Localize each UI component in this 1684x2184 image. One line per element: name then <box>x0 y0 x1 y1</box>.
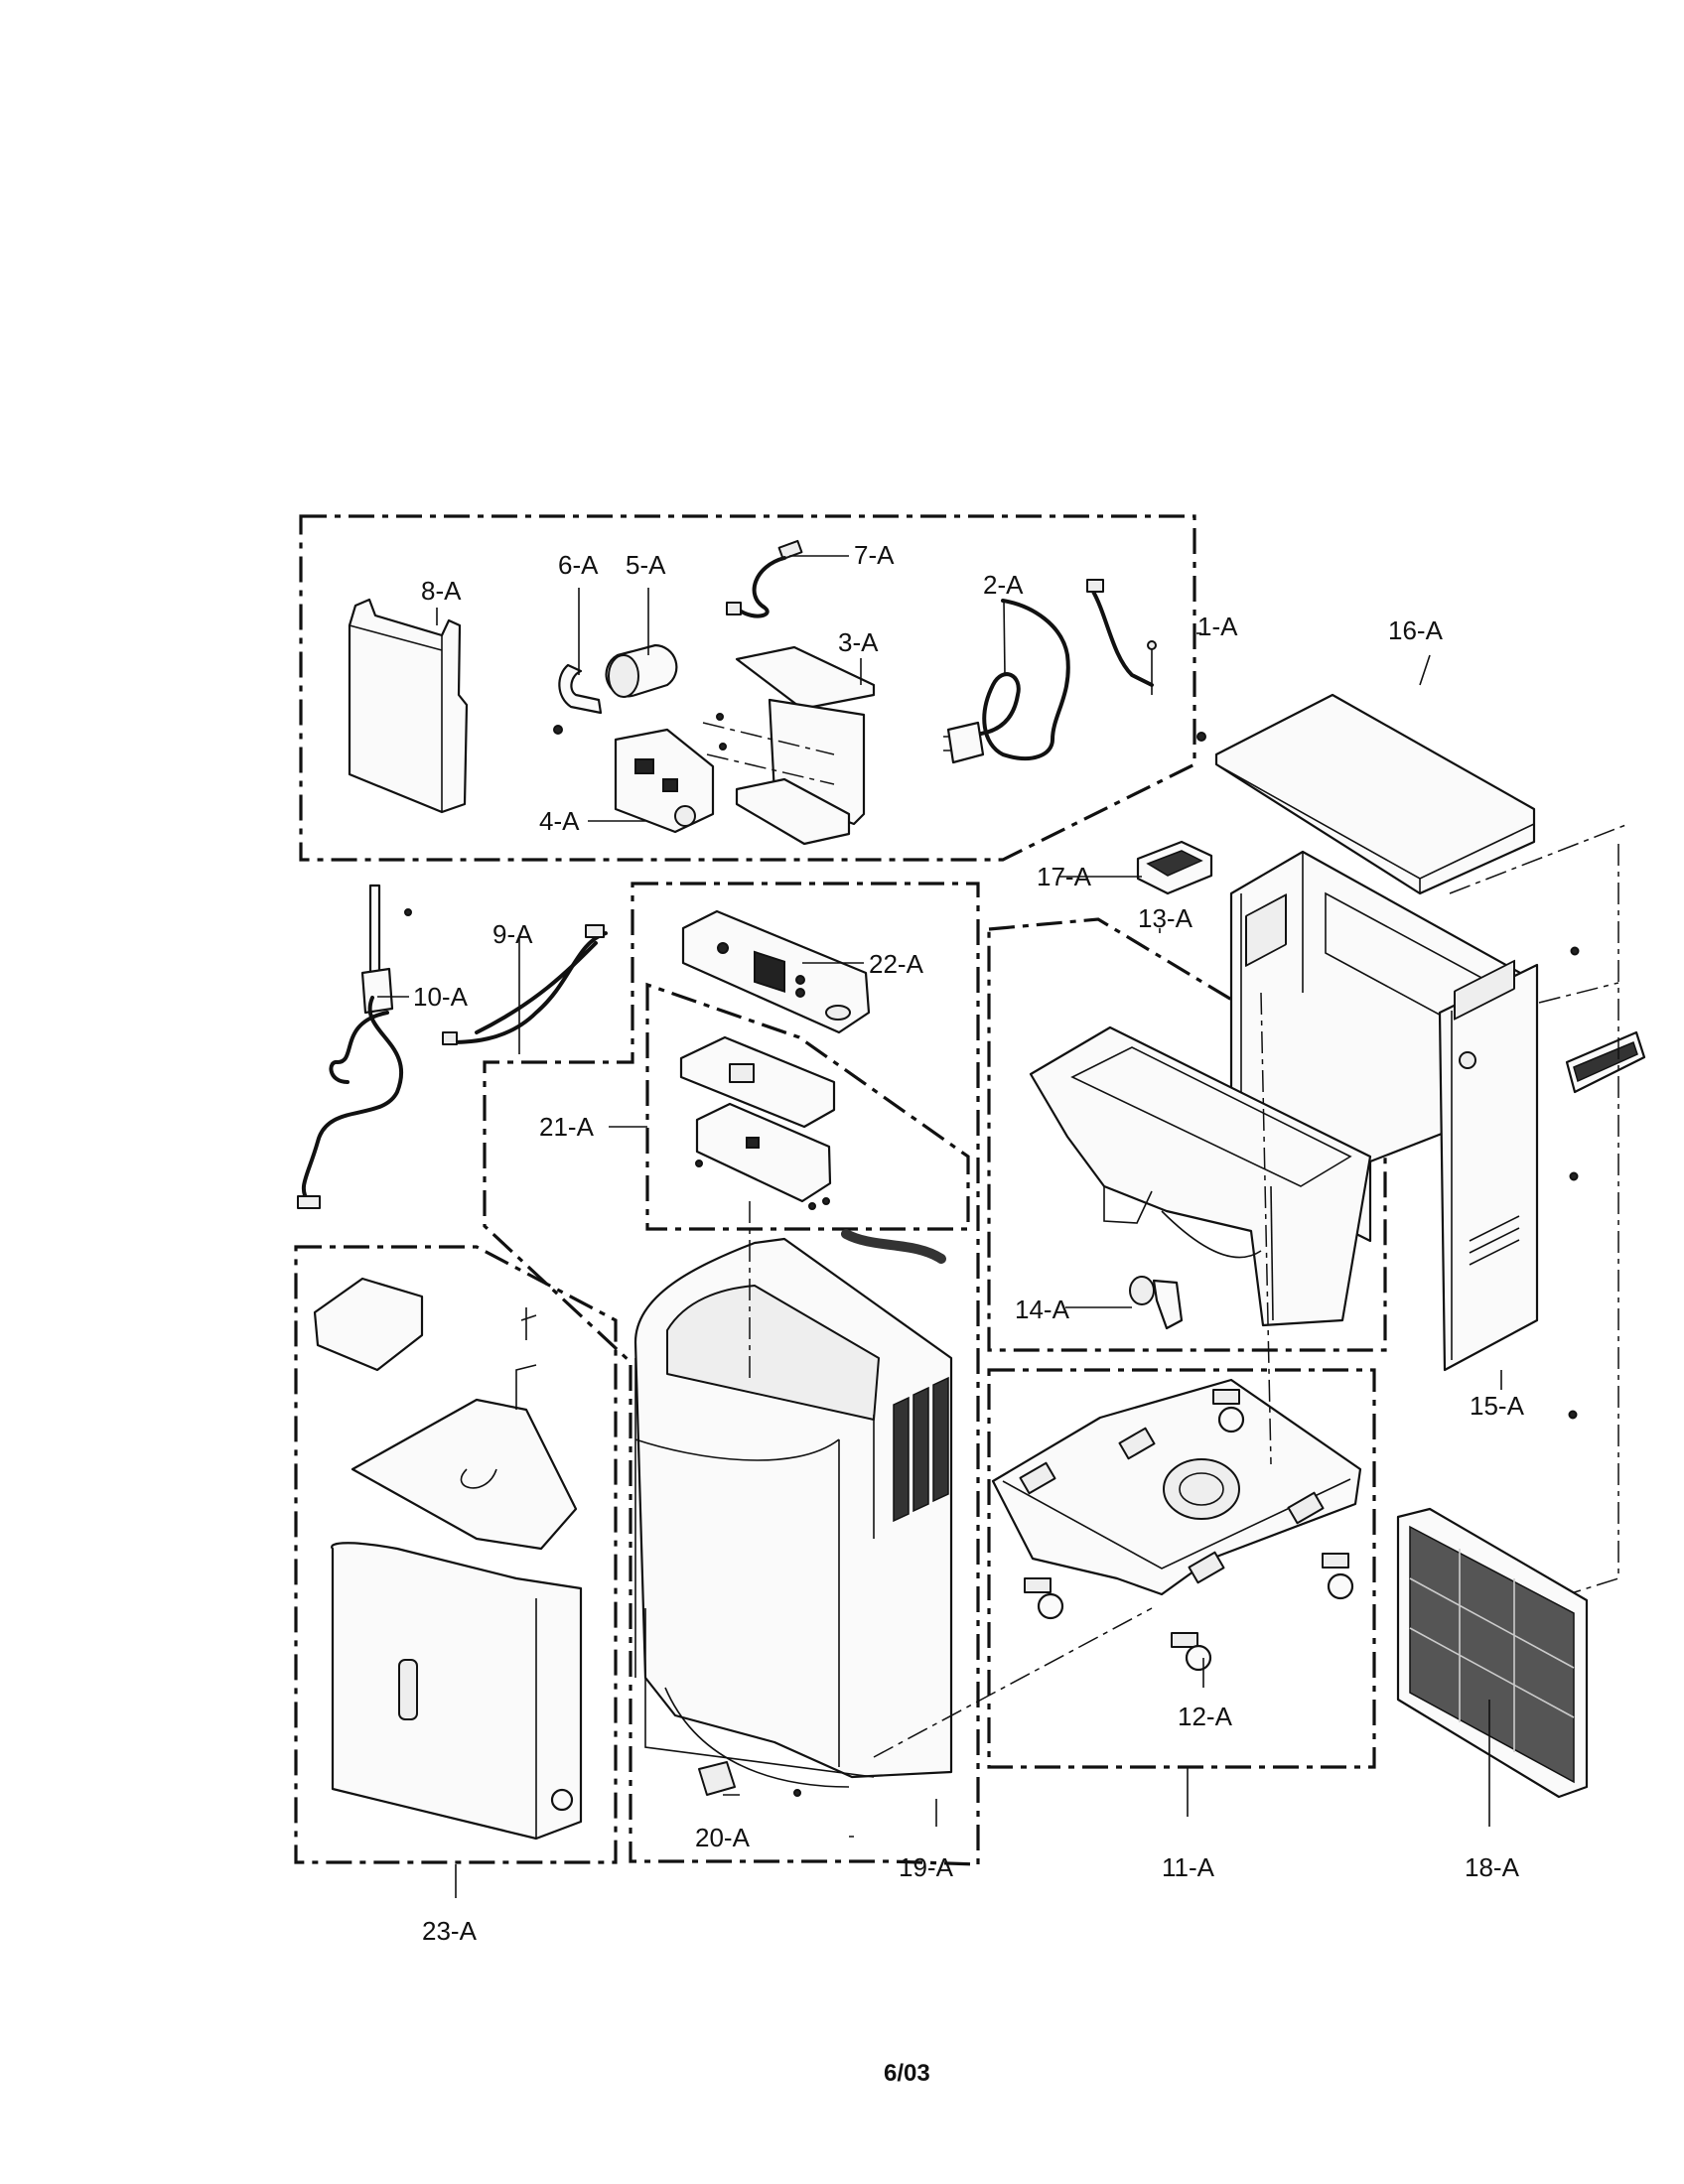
part-5-a-capacitor <box>605 643 678 698</box>
part-20-a-float <box>698 1761 801 1797</box>
part-3-a-bracket <box>702 645 876 846</box>
assembly-lines-center <box>749 992 1272 1838</box>
page-footer-date: 6/03 <box>884 2060 930 2087</box>
group-box-11-a <box>987 1368 1376 1769</box>
label-11-a: 11-A <box>1162 1852 1215 1882</box>
group-box-23-a <box>294 1245 618 1864</box>
label-20-a: 20-A <box>695 1823 751 1852</box>
label-16-a: 16-A <box>1388 615 1444 645</box>
label-4-a: 4-A <box>539 806 580 836</box>
label-7-a: 7-A <box>854 540 895 570</box>
label-13-a: 13-A <box>1138 903 1193 933</box>
label-21-a: 21-A <box>539 1112 595 1142</box>
part-8-a-cover <box>348 598 469 814</box>
label-19-a: 19-A <box>899 1852 954 1882</box>
part-18-a-air-filter <box>1396 1507 1589 1799</box>
label-6-a: 6-A <box>558 550 599 580</box>
part-16-a-top-panel <box>1196 693 1536 895</box>
label-18-a: 18-A <box>1465 1852 1520 1882</box>
part-2-a-power-cord <box>943 579 1157 764</box>
label-1-a: 1-A <box>1197 612 1238 641</box>
part-11-a-base-plate <box>991 1378 1362 1596</box>
group-box-9-10 <box>483 882 980 1866</box>
label-14-a: 14-A <box>1015 1295 1070 1324</box>
label-3-a: 3-A <box>838 627 879 657</box>
label-5-a: 5-A <box>626 550 666 580</box>
part-9-a-wire-harness <box>442 924 608 1045</box>
part-23-a-water-bucket <box>313 1277 583 1841</box>
label-12-a: 12-A <box>1178 1702 1233 1731</box>
label-22-a: 22-A <box>869 949 924 979</box>
part-17-a-vent-grille <box>1136 840 1213 895</box>
label-10-a: 10-A <box>413 982 469 1012</box>
label-17-a: 17-A <box>1037 862 1092 891</box>
part-7-a-sensor-wire <box>726 539 803 618</box>
label-9-a: 9-A <box>492 919 533 949</box>
group-box-13-a <box>987 917 1387 1352</box>
part-15-a-side-panel <box>1438 959 1539 1372</box>
part-13-a-inner-frame <box>1029 1025 1372 1327</box>
leader-lines <box>377 555 1502 1898</box>
group-box-21-a <box>645 982 970 1231</box>
part-10-a-humidistat <box>297 884 412 1209</box>
part-side-grille <box>1565 1030 1646 1094</box>
part-4-a-control-board <box>614 728 715 834</box>
part-21-a-pcb-assembly <box>679 1035 946 1264</box>
part-22-a-control-panel <box>681 909 871 1034</box>
label-23-a: 23-A <box>422 1916 478 1946</box>
part-12-a-casters <box>1024 1389 1354 1672</box>
part-14-a-float-switch <box>1129 1276 1184 1330</box>
label-15-a: 15-A <box>1470 1391 1525 1421</box>
label-2-a: 2-A <box>983 570 1024 600</box>
label-8-a: 8-A <box>421 576 462 606</box>
part-19-a-front-cabinet <box>633 1237 953 1788</box>
group-box-1-a <box>299 514 1196 862</box>
part-6-a-clamp <box>553 663 603 735</box>
part-labels: 1-A 2-A 3-A 4-A 5-A 6-A 7-A 8-A 9-A 10-A… <box>413 540 1525 1946</box>
